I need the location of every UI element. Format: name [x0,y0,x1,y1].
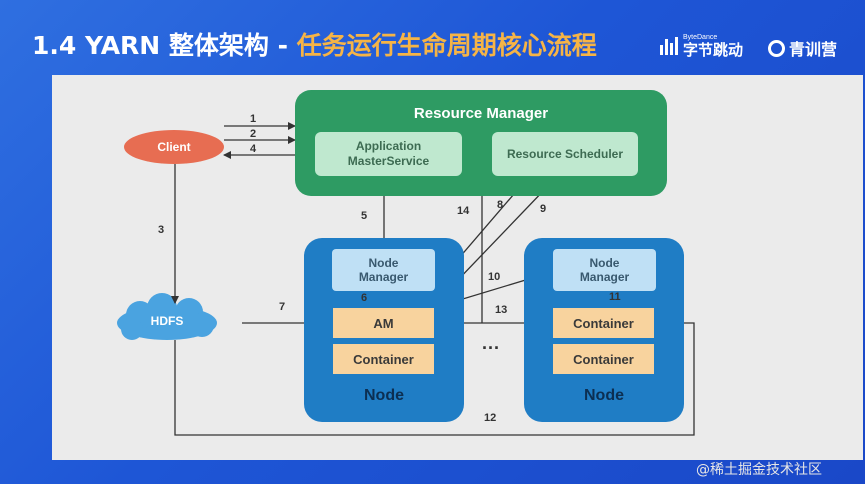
more-nodes-ellipsis: ... [482,333,501,353]
container-right-2: Container [553,344,654,374]
diagram-canvas: Client HDFS Resource Manager Application… [52,75,863,460]
node-left: Node Manager AM Container Node [304,238,464,422]
resource-scheduler: Resource Scheduler [492,132,638,176]
youth-camp-logo: 青训营 [768,36,837,60]
bytedance-logo: ByteDance 字节跳动 [660,32,743,60]
node-left-label: Node [364,387,404,404]
step-label-8: 8 [497,199,504,211]
step-label-7: 7 [279,301,286,313]
step-label-9: 9 [540,203,547,215]
step-label-11: 11 [609,291,621,303]
slide-title: 1.4 YARN 整体架构 - 任务运行生命周期核心流程 [32,26,597,62]
node-manager-right: Node Manager [553,249,656,291]
step-label-5: 5 [361,210,368,222]
container-right-1: Container [553,308,654,338]
bytedance-cn: 字节跳动 [683,41,744,59]
step-label-6: 6 [361,292,368,304]
hdfs-label: HDFS [150,314,184,328]
container-left: Container [333,344,434,374]
footer-watermark: @稀土掘金技术社区 [696,462,822,478]
title-prefix: 1.4 YARN 整体架构 - [32,31,289,60]
youth-camp-icon [768,39,785,57]
hdfs-cloud [117,293,217,340]
step-label-13: 13 [495,304,508,316]
slide-header: 1.4 YARN 整体架构 - 任务运行生命周期核心流程 ByteDance 字… [0,0,865,72]
resource-manager: Resource Manager Application MasterServi… [295,90,667,196]
node-right: Node Manager Container Container Node [524,238,684,422]
application-master-service: Application MasterService [315,132,462,176]
bytedance-bars-icon [660,37,678,55]
title-highlight: 任务运行生命周期核心流程 [296,31,597,60]
step-label-10: 10 [488,271,501,283]
step-label-14: 14 [457,205,470,217]
step-label-1: 1 [250,113,257,125]
client-label: Client [157,140,191,154]
client-node: Client [124,130,224,164]
node-right-label: Node [584,387,624,404]
application-master: AM [333,308,434,338]
step-label-12: 12 [484,412,497,424]
youth-camp-text: 青训营 [789,40,838,59]
resource-manager-title: Resource Manager [413,105,549,122]
step-label-4: 4 [250,143,257,155]
step-label-2: 2 [250,128,257,140]
bytedance-en: ByteDance [683,34,718,41]
node-manager-left: Node Manager [332,249,435,291]
step-label-3: 3 [158,224,165,236]
